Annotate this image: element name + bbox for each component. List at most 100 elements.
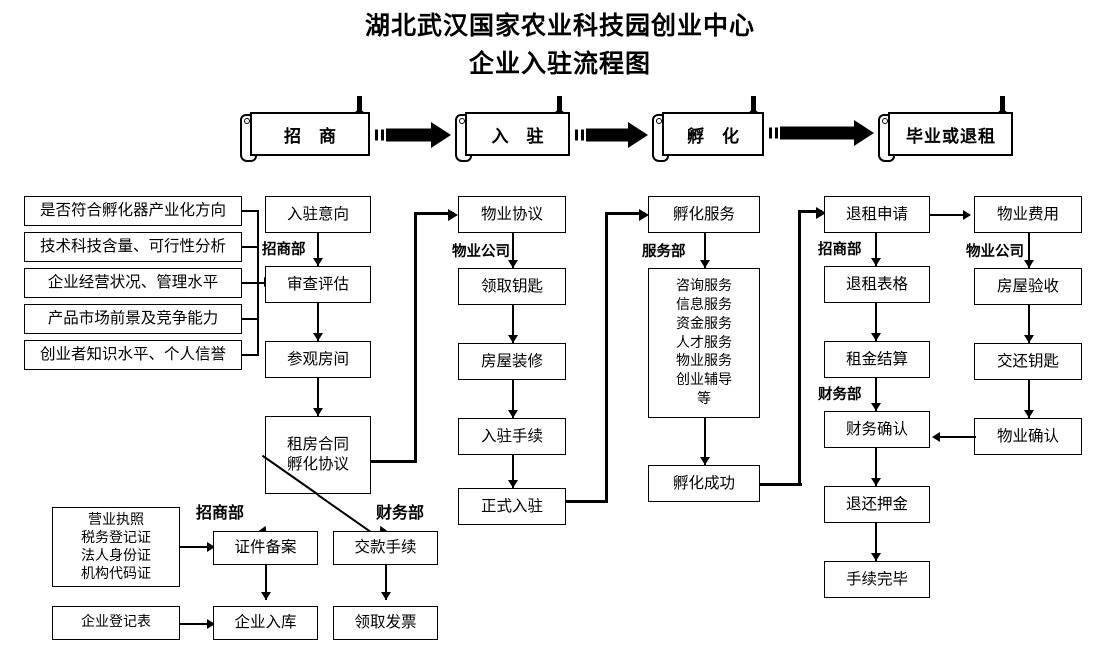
criteria-box-2: 企业经营状况、管理水平 xyxy=(24,268,242,298)
conn-contract-to-wuye-h xyxy=(371,460,417,464)
conn-renovation-procedures xyxy=(512,380,514,418)
arrow-tail-bars-icon xyxy=(769,127,778,139)
conn-finance-deposit xyxy=(875,448,877,486)
stage-arrow-3 xyxy=(769,120,874,146)
criteria-stub-3 xyxy=(242,318,258,320)
criteria-stub-4 xyxy=(242,354,258,356)
dept-label-wuye-1: 物业公司 xyxy=(452,244,510,260)
arrowhead-tuizu-wuyefee xyxy=(963,210,971,220)
step-box-settle-procedures: 入驻手续 xyxy=(458,418,566,455)
arrowhead-propconfirm-financeconfirm xyxy=(932,432,940,442)
criteria-bracket-spine xyxy=(257,210,259,356)
conn-official-to-fuhua-v xyxy=(605,212,609,503)
stage-arrow-2 xyxy=(575,122,648,148)
arrowhead-contract-wuye xyxy=(448,209,458,221)
step-box-property-confirm: 物业确认 xyxy=(974,418,1082,455)
page-title-line1: 湖北武汉国家农业科技园创业中心 xyxy=(364,11,755,40)
arrow-shaft-icon xyxy=(780,126,854,140)
criteria-stub-2 xyxy=(242,282,268,284)
arrowhead-success-tuizu xyxy=(816,207,826,219)
arrow-head-icon xyxy=(628,122,648,148)
step-box-enterprise-warehouse: 企业入库 xyxy=(213,606,318,640)
stage-label-recruitment: 招 商 xyxy=(250,112,370,156)
arrowhead-keys-renovation xyxy=(508,335,518,343)
arrowhead-procedures-official xyxy=(508,480,518,488)
arrowhead-list-success xyxy=(700,457,710,465)
stage-banner-recruitment: 招 商 xyxy=(240,96,370,162)
conn-procedures-official xyxy=(512,455,514,488)
step-box-get-keys: 领取钥匙 xyxy=(458,268,566,305)
criteria-stub-0 xyxy=(242,210,258,212)
stage-banner-graduation: 毕业或退租 xyxy=(878,96,1013,162)
arrowhead-finance-deposit xyxy=(871,478,881,486)
criteria-box-0: 是否符合孵化器产业化方向 xyxy=(24,196,242,226)
dept-label-wuye-2: 物业公司 xyxy=(966,244,1024,260)
arrowhead-agreement-keys xyxy=(508,260,518,268)
arrowhead-app-form xyxy=(871,258,881,266)
documents-box: 营业执照 税务登记证 法人身份证 机构代码证 xyxy=(52,507,180,587)
dept-label-zhaoshang-3: 招商部 xyxy=(196,503,245,522)
arrowhead-filing-warehouse xyxy=(261,592,271,600)
conn-payment-invoice xyxy=(385,565,387,600)
arrowhead-fee-inspection xyxy=(1024,260,1034,268)
conn-success-to-tuizu-h xyxy=(760,483,802,487)
conn-service-list xyxy=(704,233,706,268)
conn-contract-to-wuye-h2 xyxy=(414,212,454,216)
conn-contract-to-filing xyxy=(317,494,375,535)
arrow-tail-bars-icon xyxy=(375,129,384,141)
step-box-finance-confirm: 财务确认 xyxy=(824,411,930,448)
step-box-termination-form: 退租表格 xyxy=(824,266,930,303)
conn-app-form xyxy=(875,233,877,266)
conn-filing-warehouse xyxy=(265,565,267,600)
arrowhead-returnkeys-propconfirm xyxy=(1024,410,1034,418)
page-title-line2: 企业入驻流程图 xyxy=(468,49,651,78)
registration-form-box: 企业登记表 xyxy=(52,606,180,640)
step-box-service-list: 咨询服务 信息服务 资金服务 人才服务 物业服务 创业辅导 等 xyxy=(648,268,760,418)
dept-label-zhaoshang-2: 招商部 xyxy=(818,242,862,258)
conn-keys-renovation xyxy=(512,305,514,343)
conn-success-to-tuizu-v xyxy=(798,210,802,486)
stage-banner-incubation: 孵 化 xyxy=(652,96,764,162)
arrowhead-form-settlement xyxy=(871,333,881,341)
conn-returnkeys-propconfirm xyxy=(1028,380,1030,418)
step-box-property-agreement: 物业协议 xyxy=(458,196,566,233)
conn-review-visit xyxy=(317,303,319,341)
conn-contract-to-wuye-v xyxy=(414,212,418,463)
step-box-return-keys: 交还钥匙 xyxy=(974,343,1082,380)
arrowhead-inspection-returnkeys xyxy=(1024,335,1034,343)
dept-label-fuwu: 服务部 xyxy=(642,244,686,260)
step-box-official-settle: 正式入驻 xyxy=(458,488,566,525)
arrow-shaft-icon xyxy=(386,128,431,142)
conn-visit-contract xyxy=(317,378,319,416)
dept-label-zhaoshang-1: 招商部 xyxy=(262,242,306,258)
conn-tuizu-to-wuyefee xyxy=(930,214,968,216)
stage-arrow-1 xyxy=(375,122,451,148)
step-box-contract: 租房合同 孵化协议 xyxy=(265,416,371,494)
arrow-tail-bars-icon xyxy=(575,129,584,141)
criteria-stub-1 xyxy=(242,246,258,248)
conn-list-success xyxy=(704,418,706,465)
step-box-renovation: 房屋装修 xyxy=(458,343,566,380)
stage-banner-settlein: 入 驻 xyxy=(455,96,570,162)
conn-deposit-complete xyxy=(875,523,877,561)
conn-settlement-finance xyxy=(875,378,877,411)
step-box-intent: 入驻意向 xyxy=(265,196,371,233)
conn-agreement-keys xyxy=(512,233,514,268)
stage-label-settlein: 入 驻 xyxy=(465,112,570,156)
dept-label-caiwu-2: 财务部 xyxy=(376,503,425,522)
arrowhead-service-list xyxy=(700,260,710,268)
arrowhead-visit-contract xyxy=(313,408,323,416)
conn-intent-review xyxy=(317,233,319,266)
step-box-incubation-success: 孵化成功 xyxy=(648,465,760,502)
conn-fee-inspection xyxy=(1028,233,1030,268)
criteria-box-1: 技术科技含量、可行性分析 xyxy=(24,232,242,262)
arrowhead-official-fuhua xyxy=(639,209,649,221)
conn-documents-filing xyxy=(180,546,212,548)
step-box-lease-termination-application: 退租申请 xyxy=(824,196,930,233)
stage-label-graduation: 毕业或退租 xyxy=(888,112,1013,156)
arrowhead-renovation-procedures xyxy=(508,410,518,418)
arrowhead-settlement-finance xyxy=(871,403,881,411)
step-box-house-inspection: 房屋验收 xyxy=(974,268,1082,305)
arrowhead-payment-invoice xyxy=(381,592,391,600)
step-box-refund-deposit: 退还押金 xyxy=(824,486,930,523)
